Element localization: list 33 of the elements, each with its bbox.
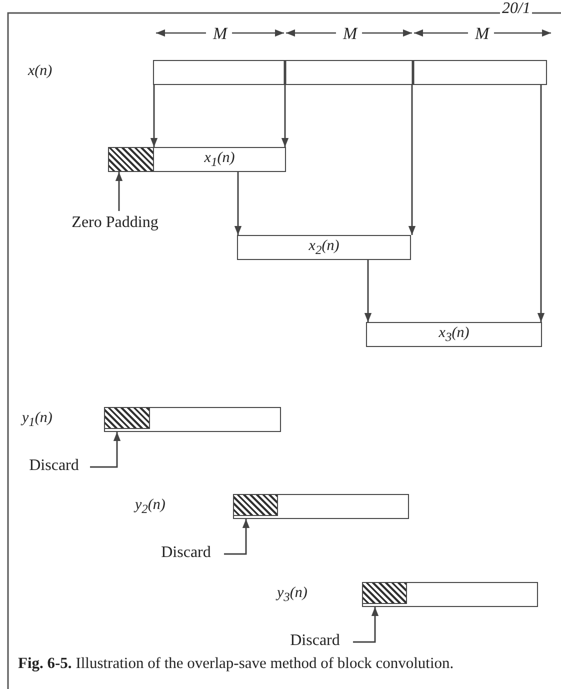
leader-line: [224, 519, 250, 555]
annotation-text: Zero Padding: [50, 212, 180, 234]
hatched-block: [362, 582, 406, 604]
hatched-block: [232, 494, 278, 516]
arrow: [281, 85, 289, 147]
signal-label: x(n): [26, 63, 54, 80]
signal-block: [153, 147, 286, 172]
arrow: [234, 172, 242, 235]
signal-block: [153, 60, 547, 85]
signal-block: [237, 235, 411, 260]
signal-label: x$_{1}$(n): [204, 150, 235, 170]
leader-line: [353, 607, 379, 643]
signal-block: [233, 494, 409, 519]
signal-label: y$_{1}$(n): [20, 410, 54, 430]
arrow: [408, 85, 416, 235]
signal-block: [362, 582, 538, 607]
signal-label: y$_{2}$(n): [133, 497, 166, 517]
signal-block: [104, 407, 281, 432]
leader-line: [90, 432, 121, 468]
signal-label: x$_{2}$(n): [308, 238, 340, 258]
annotation-text: Discard: [20, 455, 88, 477]
annotation-text: Discard: [281, 630, 349, 652]
figure-caption: Fig. 6-5. Illustration of the overlap-save method of block convolution.: [18, 655, 454, 673]
hatched-block: [104, 406, 150, 428]
arrow: [150, 85, 158, 147]
annotation-text: Discard: [152, 542, 220, 564]
leader-line: [115, 172, 123, 211]
signal-label: x$_{3}$(n): [438, 324, 470, 344]
arrow: [537, 85, 545, 322]
arrow: [364, 260, 372, 322]
hatched-block: [108, 147, 154, 172]
signal-block: [366, 322, 542, 347]
signal-label: y$_{3}$(n): [275, 585, 308, 605]
